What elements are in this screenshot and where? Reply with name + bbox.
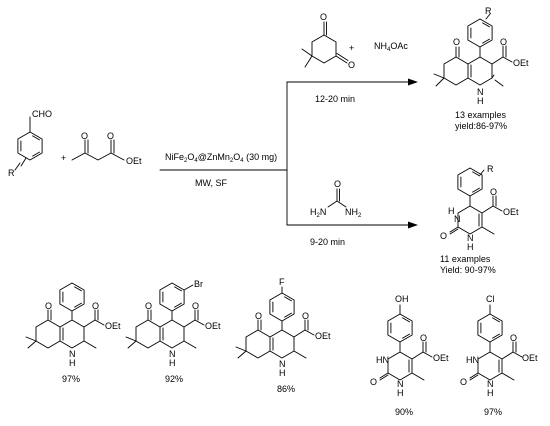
- ketoester-ketone-o: O: [81, 131, 88, 141]
- example-3-ester-o: O: [302, 311, 309, 321]
- dimedone-o-right: O: [348, 60, 355, 70]
- upper-product-r: R: [485, 6, 492, 16]
- example-4-oet: OEt: [433, 353, 449, 363]
- example-2-ketone-o: O: [145, 301, 152, 311]
- example-4-structure: [379, 304, 433, 381]
- lower-product-ester-o: O: [490, 187, 497, 197]
- example-5-ester-o: O: [510, 333, 517, 343]
- dimedone-o-top: O: [320, 12, 327, 22]
- example-5-urea-o: O: [460, 377, 467, 387]
- example-3-oet: OEt: [315, 331, 331, 341]
- example-4-oh: OH: [395, 294, 409, 304]
- catalyst-label: NiFe2O4@ZnMn2O4 (30 mg): [165, 152, 277, 164]
- example-4-hn-top: HN: [376, 355, 389, 365]
- example-5-structure: [469, 304, 523, 381]
- example-3-yield: 86%: [277, 384, 295, 394]
- upper-product-ester-o: O: [500, 37, 507, 47]
- example-3-ketone-o: O: [255, 311, 262, 321]
- example-4-ester-o: O: [420, 333, 427, 343]
- urea-o: O: [334, 179, 341, 189]
- lower-product-hn-top: H: [448, 206, 455, 216]
- ketoester-oet-label: OEt: [126, 156, 142, 166]
- lower-product-r: R: [487, 164, 494, 174]
- ammonium-acetate-label: NH4OAc: [374, 41, 408, 53]
- example-3-f: F: [279, 277, 285, 287]
- example-4-urea-o: O: [370, 377, 377, 387]
- lower-yield-label: Yield: 90-97%: [440, 265, 496, 275]
- example-1-yield: 97%: [62, 374, 80, 384]
- ketoester-structure: [71, 139, 125, 161]
- lower-product-n-top: N: [454, 214, 461, 224]
- aldehyde-r-label: R: [8, 168, 15, 178]
- aldehyde-cho-label: CHO: [32, 109, 52, 119]
- lower-product-oet: OEt: [503, 207, 519, 217]
- example-1-structure: [25, 282, 105, 349]
- example-5-yield: 97%: [484, 407, 502, 417]
- upper-product-oet: OEt: [513, 58, 529, 68]
- urea-structure: [327, 188, 347, 208]
- example-1-ketone-o: O: [45, 301, 52, 311]
- lower-time-label: 9-20 min: [310, 237, 345, 247]
- upper-yield-label: yield:86-97%: [455, 121, 507, 131]
- example-1-ester-o: O: [92, 301, 99, 311]
- example-4-yield: 90%: [395, 407, 413, 417]
- example-2-ester-o: O: [192, 301, 199, 311]
- plus-sign-1: +: [61, 153, 66, 163]
- example-5-oet: OEt: [522, 353, 538, 363]
- lower-product-urea-o: O: [440, 231, 447, 241]
- upper-time-label: 12-20 min: [315, 94, 355, 104]
- example-2-yield: 92%: [165, 374, 183, 384]
- lower-product-structure: [449, 167, 503, 235]
- aldehyde-structure: [14, 116, 43, 171]
- example-2-structure: [125, 282, 205, 349]
- example-2-oet: OEt: [205, 321, 221, 331]
- upper-product-structure: [433, 13, 513, 87]
- upper-examples-label: 13 examples: [455, 110, 507, 120]
- ketoester-ester-o: O: [107, 131, 114, 141]
- reaction-arrow-upper-head: [408, 78, 418, 86]
- dimedone-structure: [301, 21, 349, 68]
- example-2-br: Br: [194, 279, 203, 289]
- urea-right-nh2: NH2: [345, 207, 362, 219]
- reaction-arrow-lower-head: [408, 221, 418, 229]
- upper-product-ketone-o: O: [453, 37, 460, 47]
- plus-sign-2: +: [349, 43, 354, 53]
- lower-examples-label: 11 examples: [440, 254, 491, 264]
- example-5-cl: Cl: [486, 294, 495, 304]
- medium-label: MW, SF: [195, 178, 227, 188]
- example-5-hn-top: HN: [466, 355, 479, 365]
- urea-left-nh2: H2N: [310, 207, 326, 219]
- example-3-structure: [235, 286, 315, 359]
- example-1-oet: OEt: [105, 321, 121, 331]
